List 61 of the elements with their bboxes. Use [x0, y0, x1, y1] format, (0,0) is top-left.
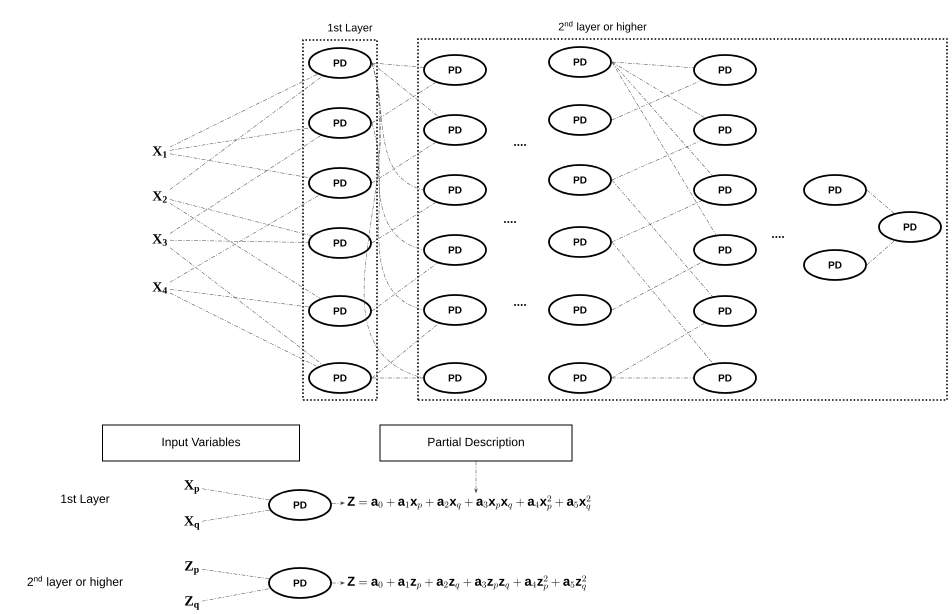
connector	[170, 240, 308, 243]
connector	[170, 128, 310, 151]
connector	[170, 76, 322, 190]
connector	[612, 80, 702, 120]
connector	[170, 135, 321, 234]
connector	[866, 190, 894, 214]
connector	[170, 292, 318, 367]
variable-label: X$_{3}$	[152, 234, 167, 246]
connector	[170, 203, 321, 299]
connector	[612, 62, 712, 176]
connector	[866, 240, 895, 266]
connector	[612, 62, 694, 68]
connector	[612, 322, 705, 378]
connector	[612, 62, 705, 118]
connector	[612, 242, 714, 364]
connector	[170, 199, 312, 236]
connector	[202, 510, 270, 522]
variable-label: Z$_{p}$	[185, 561, 199, 575]
connector	[474, 461, 478, 493]
connector	[372, 142, 436, 184]
connector	[332, 581, 345, 585]
node-label: 1st Layer	[328, 24, 372, 34]
connector	[202, 569, 270, 579]
label-box: Input Variables	[102, 424, 300, 462]
connector	[372, 62, 438, 117]
row-label: 1st Layer	[61, 494, 110, 506]
connector	[612, 261, 704, 310]
variable-label: X$_{p}$	[184, 480, 200, 494]
node-label: 2$^{nd}$ layer or higher	[558, 20, 647, 33]
connector	[202, 588, 270, 602]
connector	[612, 140, 702, 180]
connector	[170, 153, 310, 178]
connector	[364, 62, 424, 378]
ellipsis-dots: ....	[514, 144, 526, 146]
connector	[202, 488, 270, 500]
variable-label: X$_{1}$	[152, 146, 167, 158]
variable-label: X$_{q}$	[184, 516, 200, 530]
connector	[332, 502, 345, 505]
connector	[372, 82, 436, 124]
connector	[372, 323, 439, 378]
connector	[170, 247, 323, 365]
connector	[612, 180, 713, 297]
ellipsis-dots: ....	[772, 236, 784, 238]
equation: $\mathbf{Z} = \mathbf{a}_{0} + \mathbf{a}_{1}\mathbf{z}_{p} + \mathbf{a}_{2}\mathbf{z}_{q} + \mathbf{a}_{3}\mathbf{z}_{p}\mathbf{z}_{q} + \mathbf{a}_{4}\mathbf{z}_{p}^{2} + \mathbf{a}_{5}\mathbf{z}_{q}^{2}$	[348, 575, 586, 590]
ellipsis-dots: ....	[514, 304, 526, 306]
variable-label: X$_{2}$	[152, 191, 167, 203]
variable-label: Z$_{q}$	[185, 596, 200, 610]
connector	[372, 122, 424, 310]
connector	[170, 289, 310, 308]
variable-label: X$_{4}$	[152, 282, 168, 294]
label-box: Partial Description	[380, 424, 572, 462]
connector	[372, 202, 436, 244]
connector	[612, 62, 716, 236]
row-label: 2$^{nd}$ layer or higher	[28, 576, 123, 588]
equation: $\mathbf{Z} = \mathbf{a}_{0} + \mathbf{a}_{1}\mathbf{x}_{p} + \mathbf{a}_{2}\mathbf{x}_{q} + \mathbf{a}_{3}\mathbf{x}_{p}\mathbf{x}_{q} + \mathbf{a}_{4}\mathbf{x}_{p}^{2} + \mathbf{a}_{5}\mathbf{x}_{q}^{2}$	[348, 495, 590, 510]
connector	[170, 194, 320, 282]
connector	[612, 200, 702, 242]
ellipsis-dots: ....	[504, 221, 516, 223]
connector	[372, 262, 438, 312]
connector	[170, 74, 318, 148]
connector	[372, 62, 424, 68]
